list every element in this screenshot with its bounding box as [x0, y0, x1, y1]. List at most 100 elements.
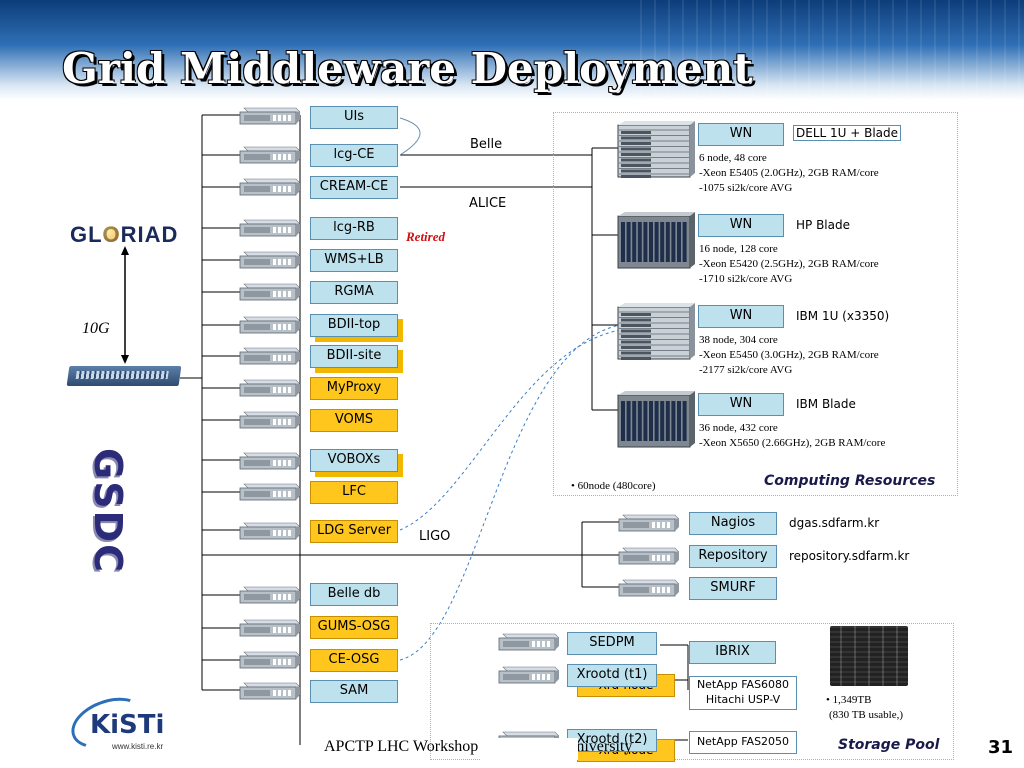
server-icon — [238, 218, 301, 238]
retired-label: Retired — [406, 229, 445, 244]
header-background — [0, 0, 1024, 100]
wn-spec-line: -2177 si2k/core AVG — [699, 364, 793, 376]
sedpm-box: SEDPM — [567, 632, 657, 655]
wn-spec-line: -Xeon E5405 (2.0GHz), 2GB RAM/core — [699, 167, 879, 179]
gloriad-logo: GLORIAD — [70, 222, 179, 247]
server-icon — [238, 282, 301, 302]
storage-pool-box — [430, 623, 954, 760]
mgmt-box: Repository — [689, 545, 777, 568]
service-box: BDII-top — [310, 314, 398, 337]
server-icon — [238, 315, 301, 335]
computing-resources-box — [553, 112, 958, 496]
rack-server-icon — [617, 303, 695, 363]
netapp2-box: NetApp FAS2050 — [689, 731, 797, 754]
computing-total: • 60node (480core) — [571, 480, 656, 492]
server-icon — [238, 585, 301, 605]
server-icon — [617, 513, 680, 533]
kisti-url: www.kisti.re.kr — [112, 742, 164, 751]
service-box: VOBOXs — [310, 449, 398, 472]
rack-server-icon — [617, 121, 695, 181]
netapp1-box: NetApp FAS6080 Hitachi USP-V — [689, 676, 797, 710]
netapp1-line1: NetApp FAS6080 — [696, 678, 790, 691]
service-box: UIs — [310, 106, 398, 129]
server-icon — [238, 451, 301, 471]
ibrix-box: IBRIX — [689, 641, 776, 664]
server-icon — [238, 250, 301, 270]
service-box: CE-OSG — [310, 649, 398, 672]
wn-box: WN — [698, 393, 784, 416]
server-icon — [238, 177, 301, 197]
service-box: SAM — [310, 680, 398, 703]
globe-icon — [103, 226, 119, 242]
server-icon — [238, 346, 301, 366]
server-icon — [238, 145, 301, 165]
bandwidth-label: 10G — [82, 320, 110, 337]
service-box: CREAM-CE — [310, 176, 398, 199]
wn-spec-line: -Xeon E5450 (3.0GHz), 2GB RAM/core — [699, 349, 879, 361]
service-box: RGMA — [310, 281, 398, 304]
service-box: WMS+LB — [310, 249, 398, 272]
blade-chassis-icon — [617, 212, 695, 272]
blade-chassis-icon — [617, 391, 695, 451]
service-box: GUMS-OSG — [310, 616, 398, 639]
mgmt-host: repository.sdfarm.kr — [789, 549, 910, 563]
service-box: VOMS — [310, 409, 398, 432]
server-icon — [497, 632, 560, 652]
service-box: lcg-RB — [310, 217, 398, 240]
page-number: 31 — [988, 737, 1014, 758]
server-icon — [238, 650, 301, 670]
mgmt-box: Nagios — [689, 512, 777, 535]
wn-box: WN — [698, 305, 784, 328]
storage-capacity-total: • 1,349TB — [826, 694, 872, 706]
xrootd-t2-box: Xrootd (t2) — [567, 729, 657, 752]
wn-spec-line: -Xeon X5650 (2.66GHz), 2GB RAM/core — [699, 437, 886, 449]
server-icon — [238, 482, 301, 502]
wn-spec-line: 36 node, 432 core — [699, 422, 778, 434]
server-icon — [617, 546, 680, 566]
storage-capacity-usable: (830 TB usable,) — [829, 709, 904, 721]
server-icon — [617, 578, 680, 598]
header-pattern — [640, 0, 1024, 100]
sedpm-server — [497, 632, 560, 652]
wn-spec-line: 6 node, 48 core — [699, 152, 767, 164]
computing-resources-label: Computing Resources — [764, 473, 936, 489]
wn-box: WN — [698, 214, 784, 237]
page-title: Grid Middleware Deployment — [62, 44, 753, 93]
server-icon — [238, 378, 301, 398]
wn-spec-line: -Xeon E5420 (2.5GHz), 2GB RAM/core — [699, 258, 879, 270]
link-ligo: LIGO — [419, 529, 451, 544]
gsdc-label: GSDC — [86, 448, 130, 574]
footer-cover-left — [480, 738, 578, 760]
wn-spec-line: -1075 si2k/core AVG — [699, 182, 793, 194]
storage-rack-icon — [830, 626, 908, 686]
storage-pool-label: Storage Pool — [838, 737, 940, 753]
service-box: BDII-site — [310, 345, 398, 368]
xrootd-t1-box: Xrootd (t1) — [567, 664, 657, 687]
wn-spec-line: -1710 si2k/core AVG — [699, 273, 793, 285]
wn-type: DELL 1U + Blade — [793, 125, 902, 141]
service-box: LDG Server — [310, 520, 398, 543]
wn-type: IBM 1U (x3350) — [796, 309, 890, 323]
server-icon — [238, 106, 301, 126]
server-icon — [238, 681, 301, 701]
wn-box: WN — [698, 123, 784, 146]
server-icon — [238, 618, 301, 638]
wn-spec-line: 38 node, 304 core — [699, 334, 778, 346]
network-switch — [66, 366, 182, 386]
kisti-logo-text: KiSTi — [90, 710, 165, 740]
wn-type: IBM Blade — [796, 397, 856, 411]
link-alice: ALICE — [469, 196, 507, 211]
mgmt-box: SMURF — [689, 577, 777, 600]
wn-type: HP Blade — [796, 218, 850, 232]
service-box: lcg-CE — [310, 144, 398, 167]
netapp1-line2: Hitachi USP-V — [705, 693, 781, 706]
service-box: MyProxy — [310, 377, 398, 400]
mgmt-host: dgas.sdfarm.kr — [789, 516, 880, 530]
service-box: LFC — [310, 481, 398, 504]
link-belle: Belle — [470, 137, 503, 152]
service-box: Belle db — [310, 583, 398, 606]
xrootd-t1-server — [497, 665, 560, 685]
server-icon — [238, 410, 301, 430]
wn-spec-line: 16 node, 128 core — [699, 243, 778, 255]
server-icon — [238, 521, 301, 541]
